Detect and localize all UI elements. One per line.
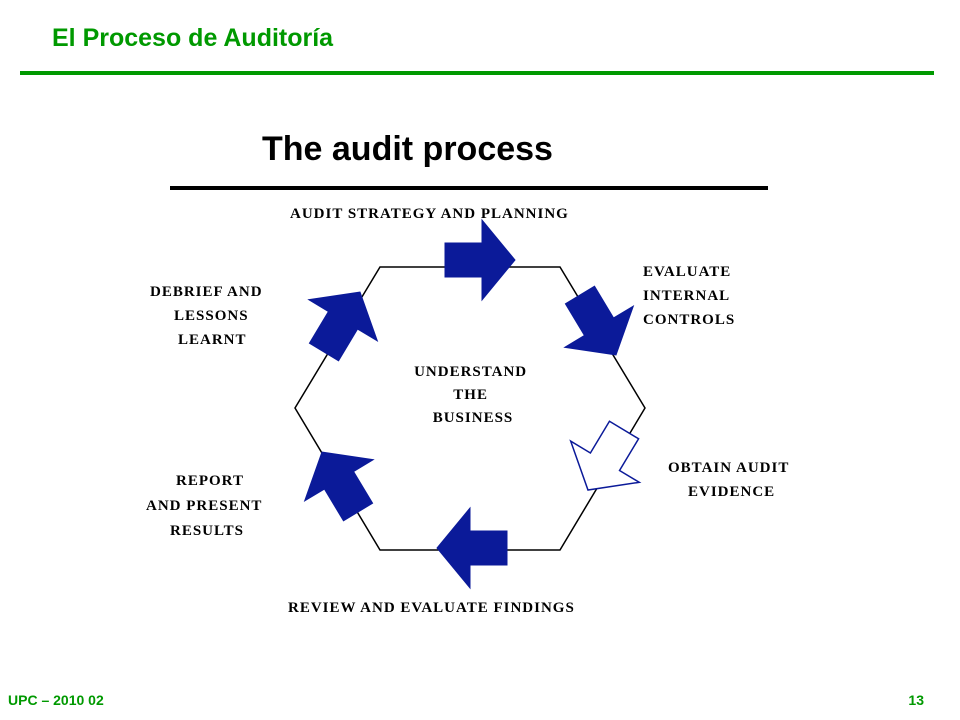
stage-line: AND PRESENT (146, 498, 262, 514)
stage-label-upper-right: EVALUATE INTERNAL CONTROLS (643, 264, 736, 328)
arrow-lower-left-icon (303, 451, 375, 522)
stage-line: INTERNAL (643, 288, 729, 304)
stage-label-top: AUDIT STRATEGY AND PLANNING (290, 206, 569, 222)
arrow-upper-left-icon (307, 291, 379, 362)
center-label: UNDERSTAND THE BUSINESS (414, 364, 532, 426)
stage-line: REPORT (176, 473, 244, 489)
stage-label-lower-left: REPORT AND PRESENT RESULTS (146, 473, 267, 539)
stage-line: DEBRIEF AND (150, 284, 263, 300)
stage-line: LEARNT (178, 332, 247, 348)
arrow-lower-right-icon (569, 420, 642, 491)
center-line: THE (453, 387, 488, 403)
stage-line: RESULTS (170, 523, 244, 539)
center-line: BUSINESS (433, 410, 514, 426)
stage-line: EVIDENCE (688, 484, 775, 500)
slide-title: El Proceso de Auditoría (52, 24, 334, 52)
footer-course-label: UPC – 2010 02 (8, 692, 104, 708)
center-line: UNDERSTAND (414, 364, 527, 380)
stage-line: OBTAIN AUDIT (668, 460, 789, 476)
arrow-upper-right-icon (563, 285, 635, 356)
audit-process-diagram: The audit process UNDERSTAND THE BUSINES… (146, 130, 794, 616)
process-hexagon (294, 266, 646, 551)
arrow-bottom-icon (436, 506, 508, 590)
stage-line: AUDIT STRATEGY AND PLANNING (290, 206, 569, 222)
stage-line: REVIEW AND EVALUATE FINDINGS (288, 600, 575, 616)
stage-label-lower-right: OBTAIN AUDIT EVIDENCE (668, 460, 794, 500)
stage-line: LESSONS (174, 308, 249, 324)
stage-label-upper-left: DEBRIEF AND LESSONS LEARNT (150, 284, 267, 348)
diagram-title: The audit process (262, 130, 553, 168)
stage-line: CONTROLS (643, 312, 735, 328)
title-divider (20, 71, 934, 75)
page-number: 13 (908, 692, 924, 708)
arrow-top-icon (444, 218, 516, 302)
stage-line: EVALUATE (643, 264, 731, 280)
stage-label-bottom: REVIEW AND EVALUATE FINDINGS (288, 600, 575, 616)
